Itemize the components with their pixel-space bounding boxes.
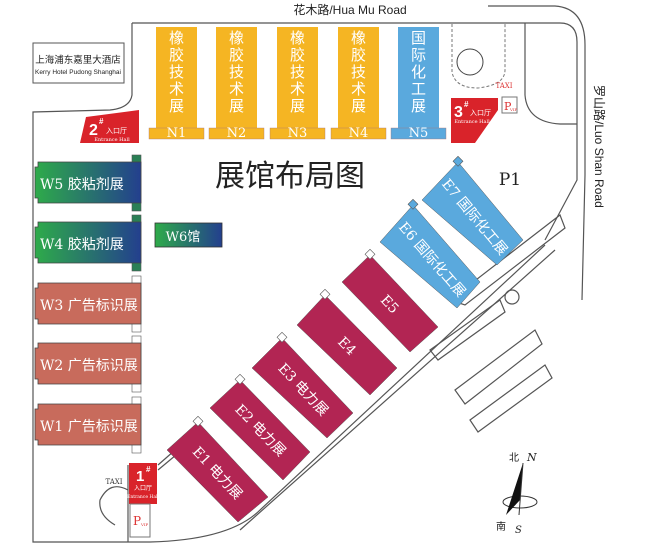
entrance-2-cn: 入口厅 — [106, 127, 127, 135]
compass: 北 N 南 S — [496, 451, 538, 536]
hall-w4[interactable]: W4 胶粘剂展 — [34, 214, 142, 272]
hall-char: 术 — [229, 80, 244, 98]
hall-w2[interactable]: W2 广告标识展 — [34, 335, 142, 393]
hotel-box: 上海浦东嘉里大酒店 Kerry Hotel Pudong Shanghai — [32, 42, 125, 84]
road-label-luo-shan: 罗山路/Luo Shan Road — [592, 85, 607, 208]
vip-p-sw: P — [133, 514, 141, 528]
hall-id: N5 — [409, 126, 429, 141]
hall-id: N3 — [288, 126, 308, 141]
entrance-1-cn: 入口厅 — [134, 485, 152, 492]
page-title: 展馆布局图 — [215, 159, 365, 194]
hall-char: 展 — [290, 97, 305, 115]
hall-e5[interactable]: E5 — [341, 248, 439, 353]
compass-north-en: N — [526, 451, 537, 464]
taxi-label-sw: TAXI — [105, 478, 122, 486]
hall-char: 术 — [169, 80, 184, 98]
hall-label: W3 广告标识展 — [40, 298, 138, 314]
entrance-1-number: 1 — [136, 468, 144, 485]
entrance-3-mark: # — [464, 100, 469, 109]
hall-label: W2 广告标识展 — [40, 358, 138, 374]
hall-w5[interactable]: W5 胶粘剂展 — [34, 154, 142, 212]
hall-char: 国 — [411, 29, 426, 47]
taxi-label-ne: TAXI — [495, 82, 512, 90]
hall-char: 际 — [411, 46, 426, 64]
entrance-3-en: Entrance Hall — [454, 119, 490, 125]
hall-char: 展 — [351, 97, 366, 115]
entrance-2-en: Entrance Hall — [94, 137, 130, 143]
compass-north-cn: 北 — [509, 452, 519, 464]
hall-char: 工 — [411, 80, 426, 98]
vip-sub-ne: VIP — [509, 107, 517, 112]
site-boundaries — [32, 5, 586, 543]
hall-id: N1 — [167, 126, 187, 141]
hall-id: N4 — [349, 126, 369, 141]
vip-parking-sw: P VIP — [129, 503, 151, 538]
entrance-1[interactable] — [129, 463, 157, 504]
compass-south-en: S — [515, 525, 522, 536]
entrance-1-labels: 1 # 入口厅 Entrance Hall — [127, 465, 159, 500]
entrance-1-en: Entrance Hall — [127, 494, 159, 500]
hall-char: 技 — [229, 63, 244, 81]
hall-char: 橡 — [290, 29, 305, 47]
hall-char: 胶 — [351, 46, 366, 64]
compass-south-cn: 南 — [496, 520, 506, 533]
hall-e7[interactable]: E7 国际化工展 — [421, 155, 524, 266]
parking-p1: P1 — [499, 170, 521, 190]
hall-char: 展 — [411, 97, 426, 115]
hall-char: 展 — [169, 97, 184, 115]
vip-p-ne: P — [504, 100, 512, 113]
hall-w6[interactable]: W6馆 — [154, 222, 223, 248]
hall-e4[interactable]: E4 — [296, 288, 398, 396]
hall-char: 技 — [290, 63, 305, 81]
hall-label: W1 广告标识展 — [40, 419, 138, 435]
road-label-hua-mu: 花木路/Hua Mu Road — [293, 2, 406, 17]
hall-label: W4 胶粘剂展 — [40, 236, 124, 253]
hotel-name-cn: 上海浦东嘉里大酒店 — [35, 54, 121, 66]
hall-char: 展 — [229, 97, 244, 115]
hall-char: 技 — [351, 63, 366, 81]
hall-char: 术 — [290, 80, 305, 98]
entrance-3-number: 3 — [454, 104, 463, 121]
entrance-2[interactable] — [80, 110, 139, 143]
hall-char: 术 — [351, 80, 366, 98]
hall-w1[interactable]: W1 广告标识展 — [34, 396, 142, 454]
vip-parking-ne: P VIP — [501, 96, 518, 114]
hall-char: 化 — [411, 63, 426, 81]
entrance-3-cn: 入口厅 — [470, 109, 491, 117]
hall-w3[interactable]: W3 广告标识展 — [34, 275, 142, 333]
hall-n5[interactable]: 国际化工展 N5 — [390, 27, 447, 141]
compass-needle-icon — [506, 463, 523, 515]
hall-char: 胶 — [229, 46, 244, 64]
hall-char: 橡 — [169, 29, 184, 47]
entrance-2-labels: 2 # 入口厅 Entrance Hall — [89, 117, 130, 143]
hall-id: N2 — [227, 126, 247, 141]
entrance-2-number: 2 — [89, 122, 98, 139]
hall-char: 橡 — [229, 29, 244, 47]
hall-label: W5 胶粘剂展 — [40, 176, 124, 193]
entrance-3[interactable] — [451, 98, 498, 143]
hall-char: 胶 — [290, 46, 305, 64]
hall-char: 橡 — [351, 29, 366, 47]
entrance-3-labels: 3 # 入口厅 Entrance Hall — [454, 100, 491, 125]
vip-sub-sw: VIP — [140, 522, 148, 527]
hotel-name-en: Kerry Hotel Pudong Shanghai — [35, 69, 121, 76]
entrance-1-mark: # — [146, 465, 151, 474]
entrance-2-mark: # — [99, 117, 104, 126]
hall-char: 技 — [169, 63, 184, 81]
hall-w6-label: W6馆 — [166, 230, 201, 245]
hall-char: 胶 — [169, 46, 184, 64]
